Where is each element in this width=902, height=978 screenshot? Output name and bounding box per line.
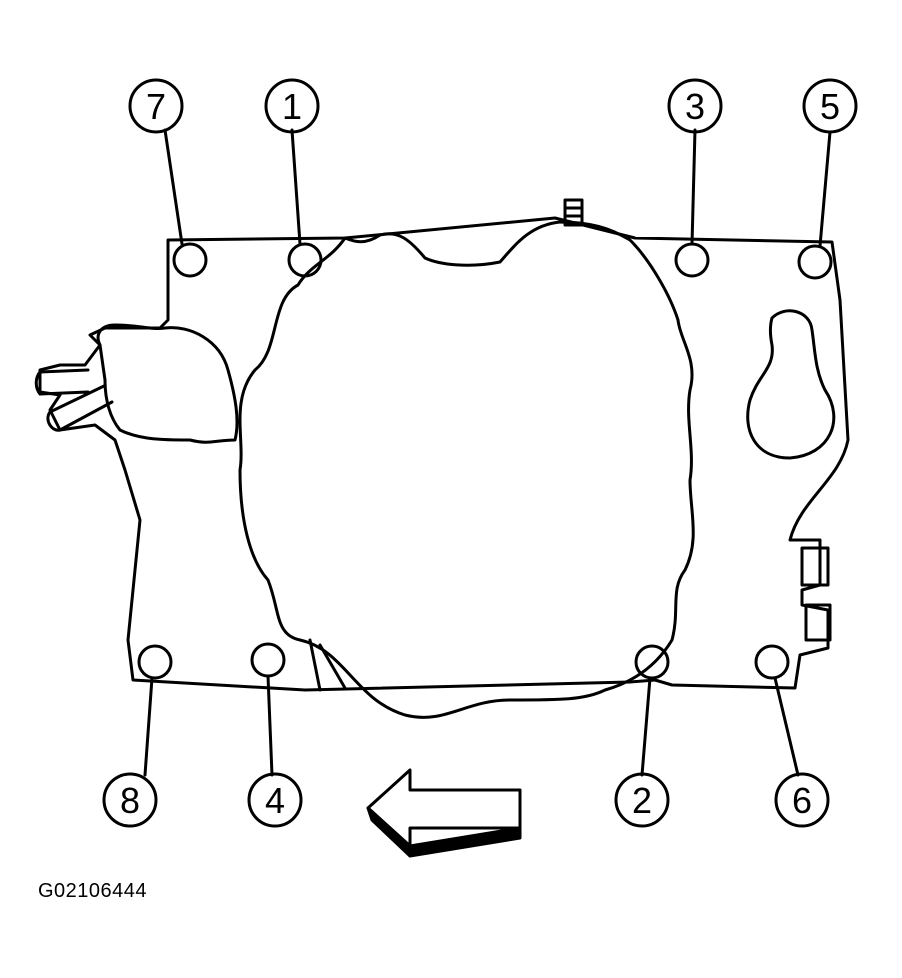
leader-lines xyxy=(143,128,832,777)
callout-4: 4 xyxy=(265,780,285,821)
callout-6: 6 xyxy=(792,780,812,821)
bolt-4 xyxy=(250,642,286,678)
top-stud xyxy=(563,198,584,227)
callout-5: 5 xyxy=(820,86,840,127)
right-boss-upper xyxy=(800,546,830,587)
callout-labels: 7 1 3 5 8 4 2 6 xyxy=(120,86,840,821)
callout-2: 2 xyxy=(632,780,652,821)
callout-1: 1 xyxy=(282,86,302,127)
direction-arrow-icon xyxy=(366,768,522,858)
bolt-7 xyxy=(172,242,208,278)
keyhole-slot xyxy=(746,309,836,460)
callout-circles xyxy=(102,78,858,828)
hose-fitting xyxy=(34,368,114,432)
figure-id-label: G02106444 xyxy=(38,880,148,902)
bolt-3 xyxy=(674,242,710,278)
callout-3: 3 xyxy=(685,86,705,127)
gasket-outline xyxy=(38,216,850,692)
bolt-2 xyxy=(634,644,670,680)
bolt-1 xyxy=(287,242,323,278)
callout-7: 7 xyxy=(146,86,166,127)
bolt-5 xyxy=(797,244,833,280)
bolt-8 xyxy=(137,644,173,680)
lower-bracket xyxy=(308,638,347,692)
bolt-heads xyxy=(137,242,833,680)
bolt-6 xyxy=(754,644,790,680)
left-boss xyxy=(96,323,239,444)
center-port xyxy=(238,220,695,719)
callout-8: 8 xyxy=(120,780,140,821)
right-boss-lower xyxy=(804,603,832,642)
